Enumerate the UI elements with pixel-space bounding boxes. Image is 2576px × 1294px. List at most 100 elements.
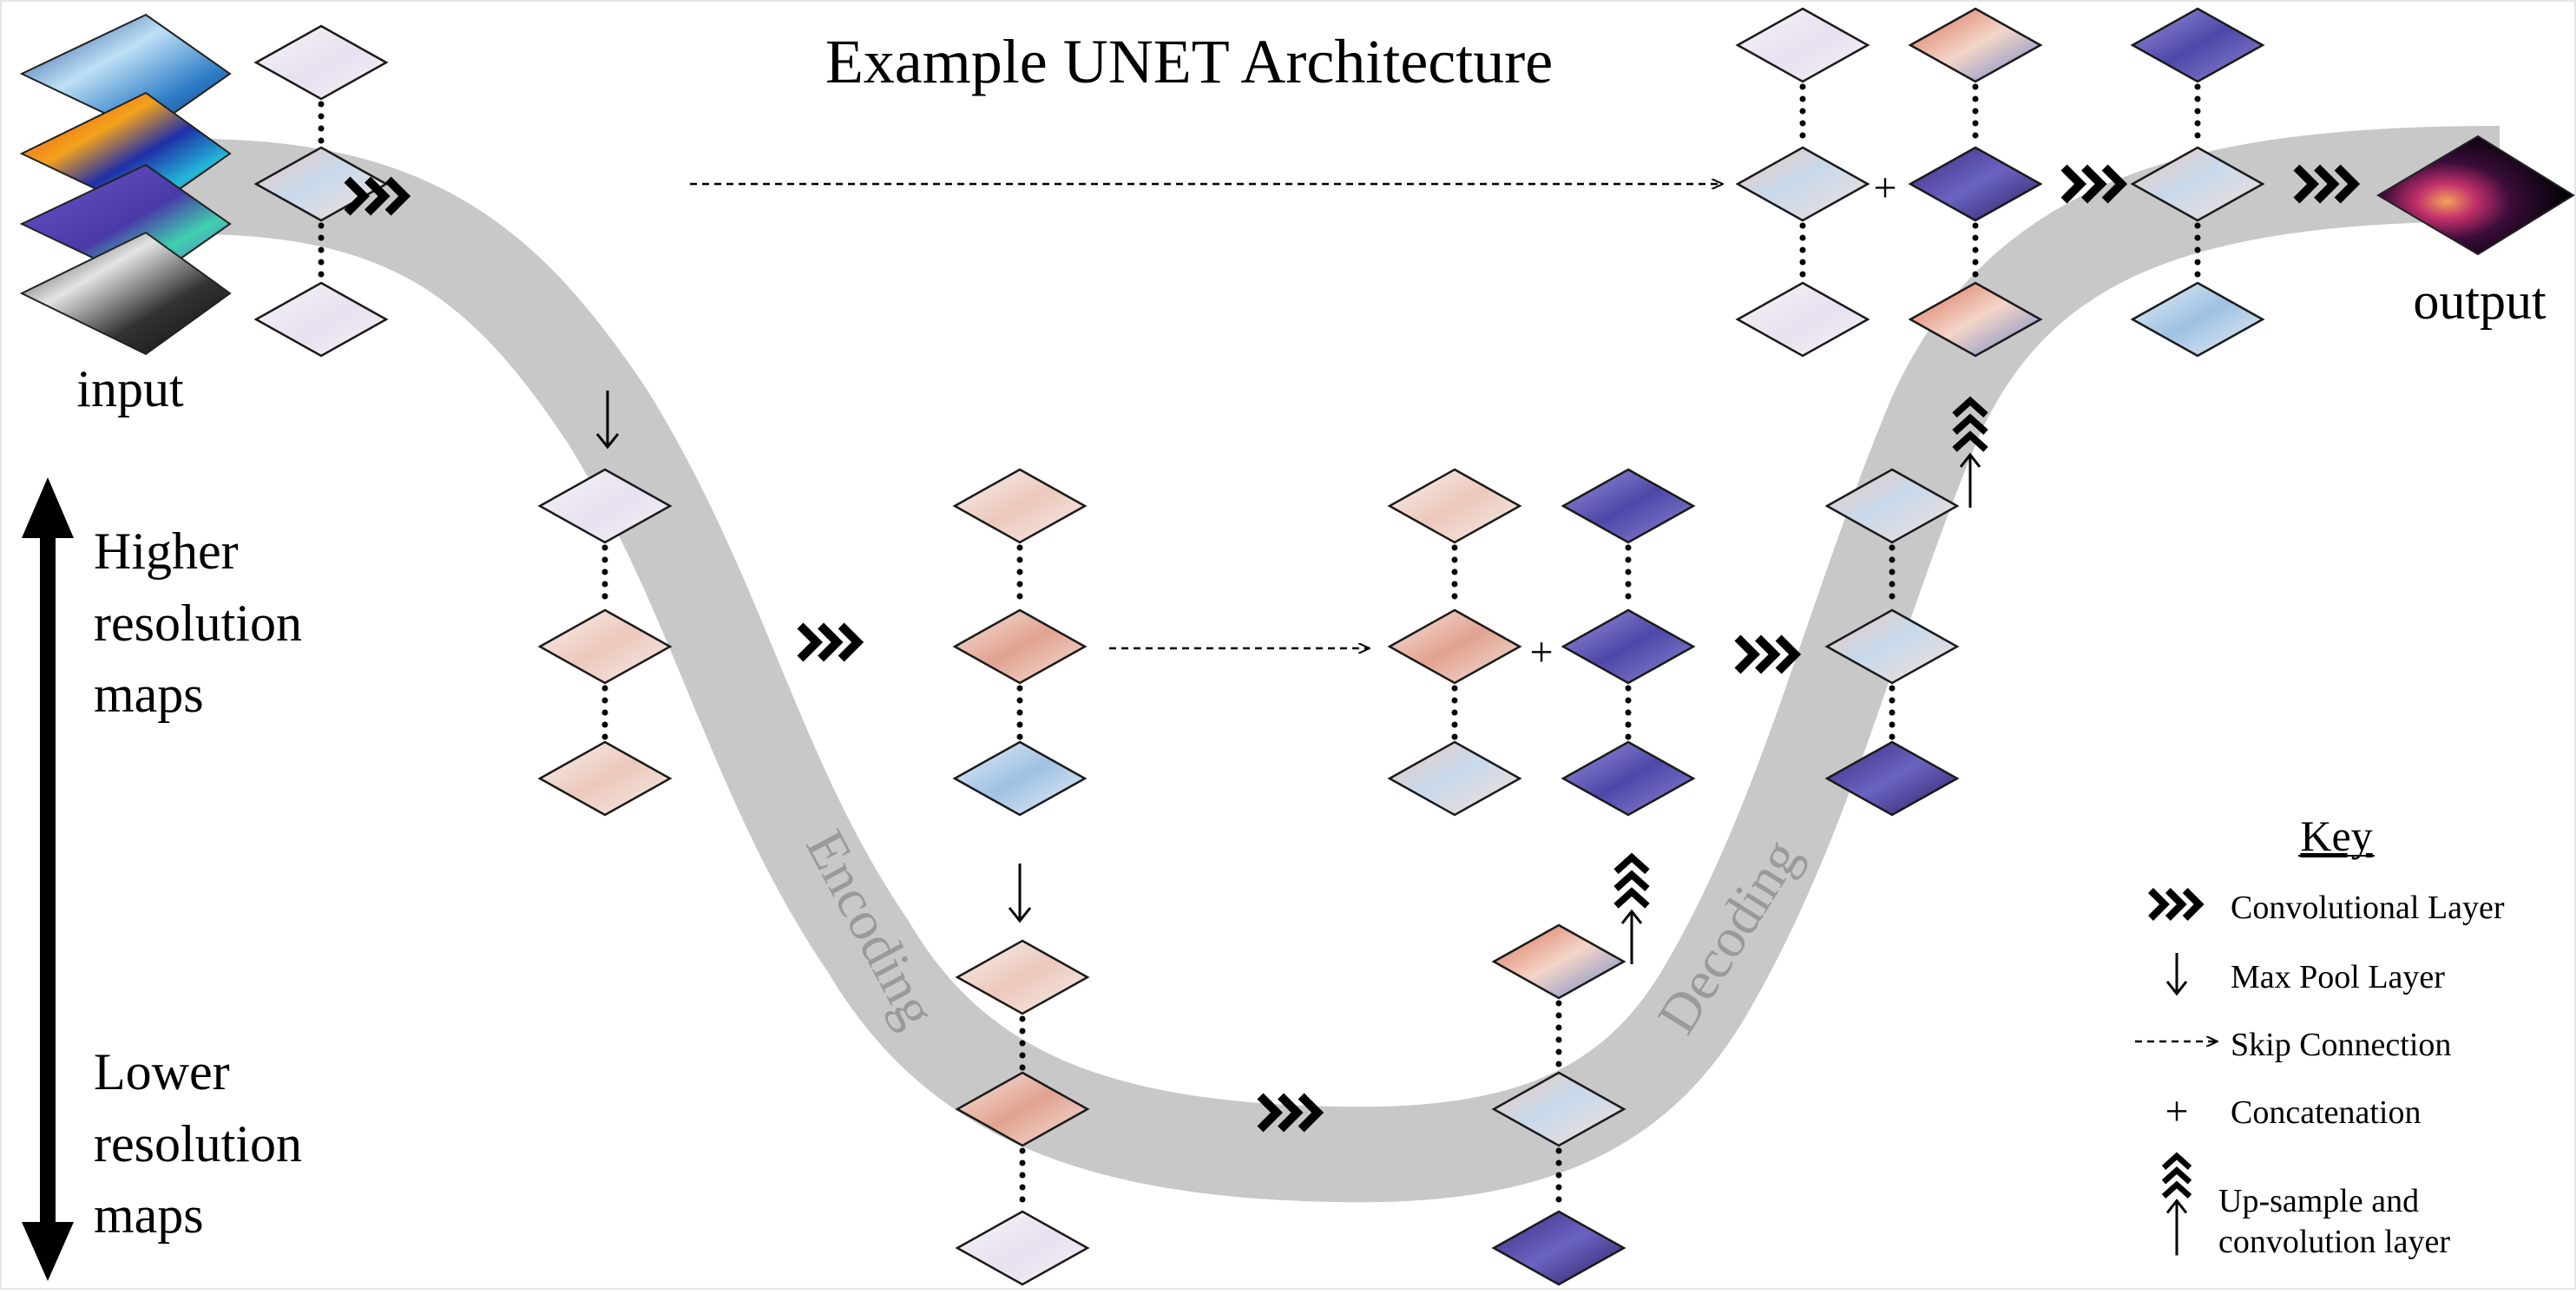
stack-top-up-map-3	[1908, 281, 2043, 358]
stack-enc-2	[537, 468, 673, 817]
stack-top-up	[1908, 7, 2043, 358]
stack-top-conv-map-3	[2130, 281, 2265, 358]
lower-line-2: resolution	[94, 1115, 302, 1172]
input-map-4	[19, 231, 232, 356]
upsample-symbols	[1613, 396, 1988, 964]
concat-plus-top: +	[1873, 165, 1896, 211]
legend-label-concat: Concatenation	[2231, 1094, 2421, 1131]
stack-mid-skip-map-3	[1387, 740, 1522, 817]
conv-chevron-2	[797, 622, 864, 662]
stack-bottom-1-map-1	[955, 939, 1090, 1015]
resolution-axis-up-arrow	[22, 477, 74, 538]
legend: Key Convolutional Layer Max Pool Layer S…	[2135, 811, 2505, 1260]
legend-item-upsample: Up-sample and convolution layer	[2161, 1152, 2450, 1260]
upsample-symbol-1	[1613, 852, 1650, 964]
legend-label-upsample: Up-sample and convolution layer	[2218, 1183, 2450, 1260]
concat-plus-middle: +	[1529, 629, 1553, 675]
stack-top-skip-map-2	[1735, 146, 1870, 222]
resolution-axis-down-arrow	[22, 1222, 74, 1281]
stack-mid-skip-map-2	[1387, 608, 1522, 685]
stack-enc-1-map-1	[253, 24, 389, 101]
stack-top-skip-map-3	[1735, 281, 1870, 358]
chevron-triple-up-arrow-icon	[2161, 1152, 2192, 1256]
conv-chevron-6	[2293, 164, 2361, 204]
stack-enc-1	[253, 24, 389, 358]
legend-item-maxpool: Max Pool Layer	[2165, 953, 2445, 996]
higher-line-3: maps	[94, 666, 204, 723]
stack-enc-2-map-1	[537, 468, 673, 544]
stack-top-conv-map-1	[2130, 7, 2265, 83]
max-pool-arrow-2	[1008, 864, 1032, 923]
legend-label-skip: Skip Connection	[2231, 1027, 2451, 1063]
stack-mid-conv	[1824, 468, 1960, 817]
legend-title: Key	[2300, 811, 2372, 860]
lower-resolution-label: Lower resolution maps	[94, 1043, 315, 1244]
output-label: output	[2413, 273, 2546, 330]
chevron-triple-right-icon	[2148, 888, 2205, 921]
stack-bottom-2-map-3	[1491, 1210, 1626, 1286]
legend-label-upsample-2: convolution layer	[2218, 1224, 2450, 1260]
upsample-symbol-2	[1952, 396, 1988, 508]
stack-top-up-map-1	[1908, 7, 2043, 83]
legend-label-maxpool: Max Pool Layer	[2231, 959, 2445, 995]
output-map	[2376, 135, 2575, 256]
legend-item-conv: Convolutional Layer	[2148, 888, 2505, 926]
higher-line-1: Higher	[94, 522, 239, 580]
lower-line-3: maps	[94, 1186, 204, 1244]
stack-enc-3-map-2	[952, 608, 1088, 685]
input-label: input	[76, 360, 184, 417]
plus-icon: +	[2165, 1088, 2188, 1134]
stack-mid-up	[1561, 468, 1696, 817]
stack-enc-3	[952, 468, 1088, 817]
input-stack	[19, 13, 232, 356]
key-chevron-glyph	[2148, 888, 2205, 921]
stack-mid-up-map-2	[1561, 608, 1696, 685]
arrow-down-icon	[2165, 953, 2188, 996]
conv-chevron-3	[1257, 1093, 1324, 1133]
legend-label-upsample-1: Up-sample and	[2218, 1183, 2419, 1219]
stack-enc-1-map-3	[253, 281, 389, 358]
conv-chevron-5	[2060, 164, 2128, 204]
stack-top-skip	[1735, 7, 1870, 358]
stack-bottom-1-map-3	[955, 1210, 1090, 1286]
stack-bottom-2-map-1	[1491, 923, 1626, 1000]
stack-mid-skip-map-1	[1387, 468, 1522, 544]
stack-top-conv-map-2	[2130, 146, 2265, 222]
legend-item-concat: + Concatenation	[2165, 1088, 2421, 1134]
stack-mid-conv-map-1	[1824, 468, 1960, 544]
legend-label-conv: Convolutional Layer	[2231, 890, 2505, 926]
stack-mid-up-map-1	[1561, 468, 1696, 544]
stack-enc-3-map-1	[952, 468, 1088, 544]
stack-mid-conv-map-3	[1824, 740, 1960, 817]
stack-top-up-map-2	[1908, 146, 2043, 222]
lower-line-1: Lower	[94, 1043, 230, 1100]
stack-top-conv	[2130, 7, 2265, 358]
resolution-axis	[22, 477, 74, 1281]
conv-layer-symbols	[344, 164, 2361, 1133]
stack-bottom-1-map-2	[955, 1071, 1090, 1147]
higher-line-2: resolution	[94, 594, 302, 652]
skip-connections	[690, 184, 1723, 648]
conv-chevron-1	[344, 176, 411, 216]
stack-enc-3-map-3	[952, 740, 1088, 817]
stack-enc-2-map-3	[537, 740, 673, 817]
stack-mid-skip	[1387, 468, 1522, 817]
stack-bottom-2-map-2	[1491, 1071, 1626, 1147]
stack-top-skip-map-1	[1735, 7, 1870, 83]
stack-enc-2-map-2	[537, 608, 673, 685]
feature-map-stacks	[253, 7, 2265, 1286]
higher-resolution-label: Higher resolution maps	[94, 522, 315, 723]
max-pool-arrows	[595, 391, 1032, 923]
stack-mid-conv-map-2	[1824, 608, 1960, 685]
key-upsample-glyph	[2161, 1152, 2192, 1256]
stack-mid-up-map-3	[1561, 740, 1696, 817]
conv-chevron-4	[1734, 634, 1802, 674]
stack-bottom-1	[955, 939, 1090, 1286]
legend-item-skip: Skip Connection	[2135, 1027, 2451, 1063]
diagram-title: Example UNET Architecture	[825, 27, 1553, 96]
stack-bottom-2	[1491, 923, 1626, 1286]
max-pool-arrow-1	[595, 391, 620, 450]
